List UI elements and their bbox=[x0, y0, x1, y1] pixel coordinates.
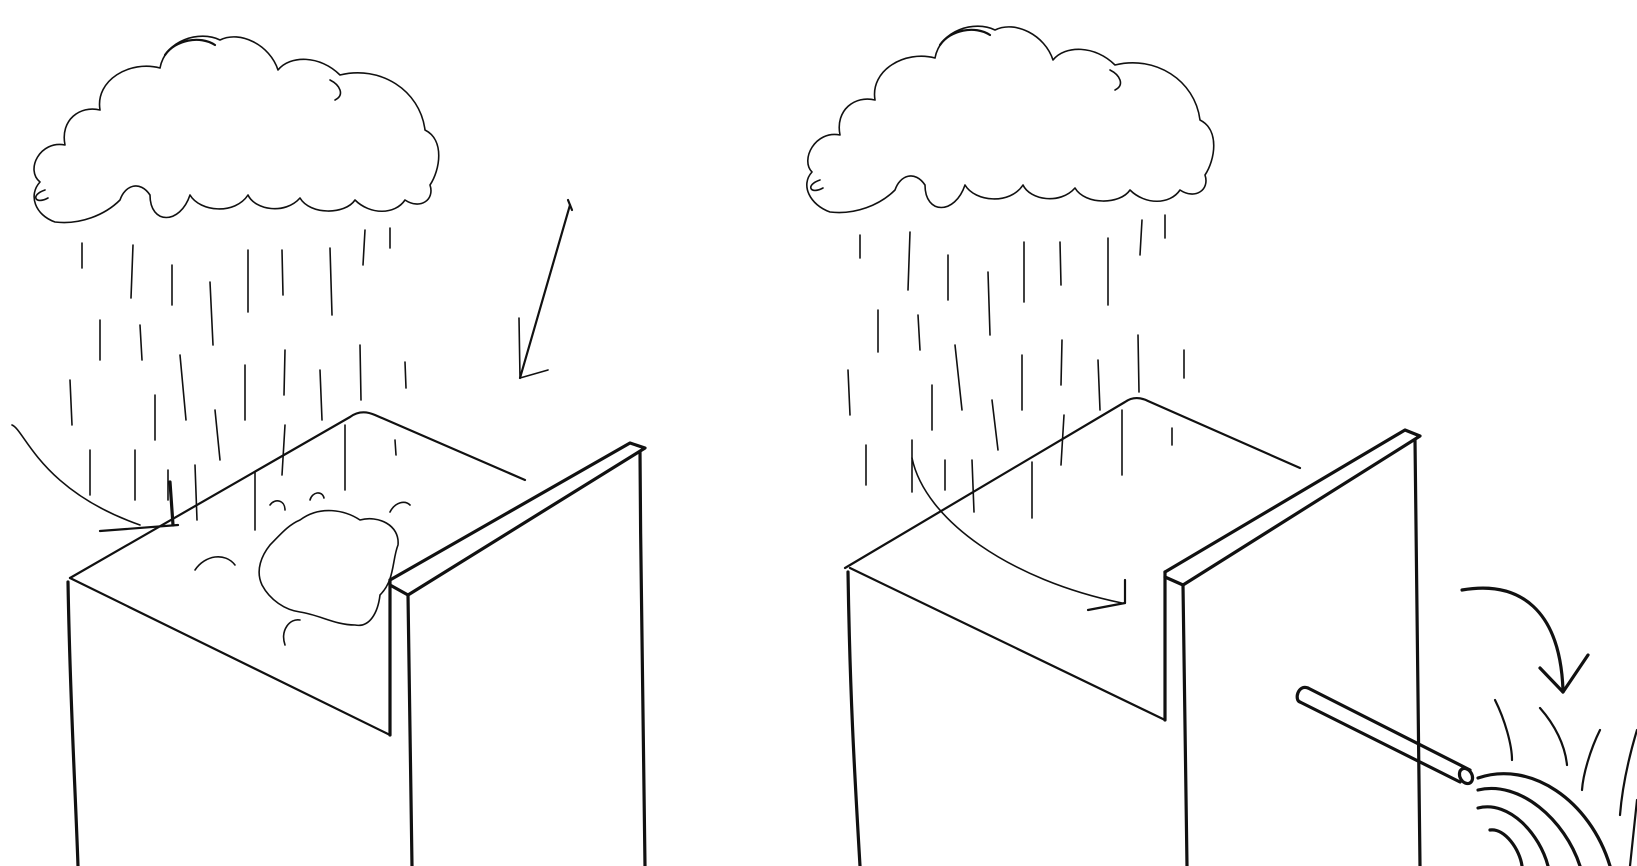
right-panel bbox=[806, 25, 1637, 866]
roof-box bbox=[843, 397, 1302, 866]
cloud-icon bbox=[806, 25, 1215, 214]
rain bbox=[847, 214, 1185, 519]
roof-box bbox=[66, 411, 527, 866]
puddle bbox=[258, 509, 399, 627]
arrow-curved bbox=[1460, 586, 1590, 694]
rain bbox=[69, 227, 407, 531]
arrow-flow bbox=[911, 457, 1127, 612]
splash-marks bbox=[194, 492, 411, 646]
parapet-wall bbox=[388, 441, 647, 866]
arrow-down bbox=[518, 198, 574, 380]
cloud-icon bbox=[33, 35, 440, 224]
water-spray bbox=[1476, 698, 1637, 866]
parapet-wall bbox=[1163, 428, 1422, 866]
arrow-in bbox=[11, 424, 180, 533]
left-panel bbox=[11, 35, 647, 866]
drain-pipe bbox=[1295, 685, 1475, 786]
